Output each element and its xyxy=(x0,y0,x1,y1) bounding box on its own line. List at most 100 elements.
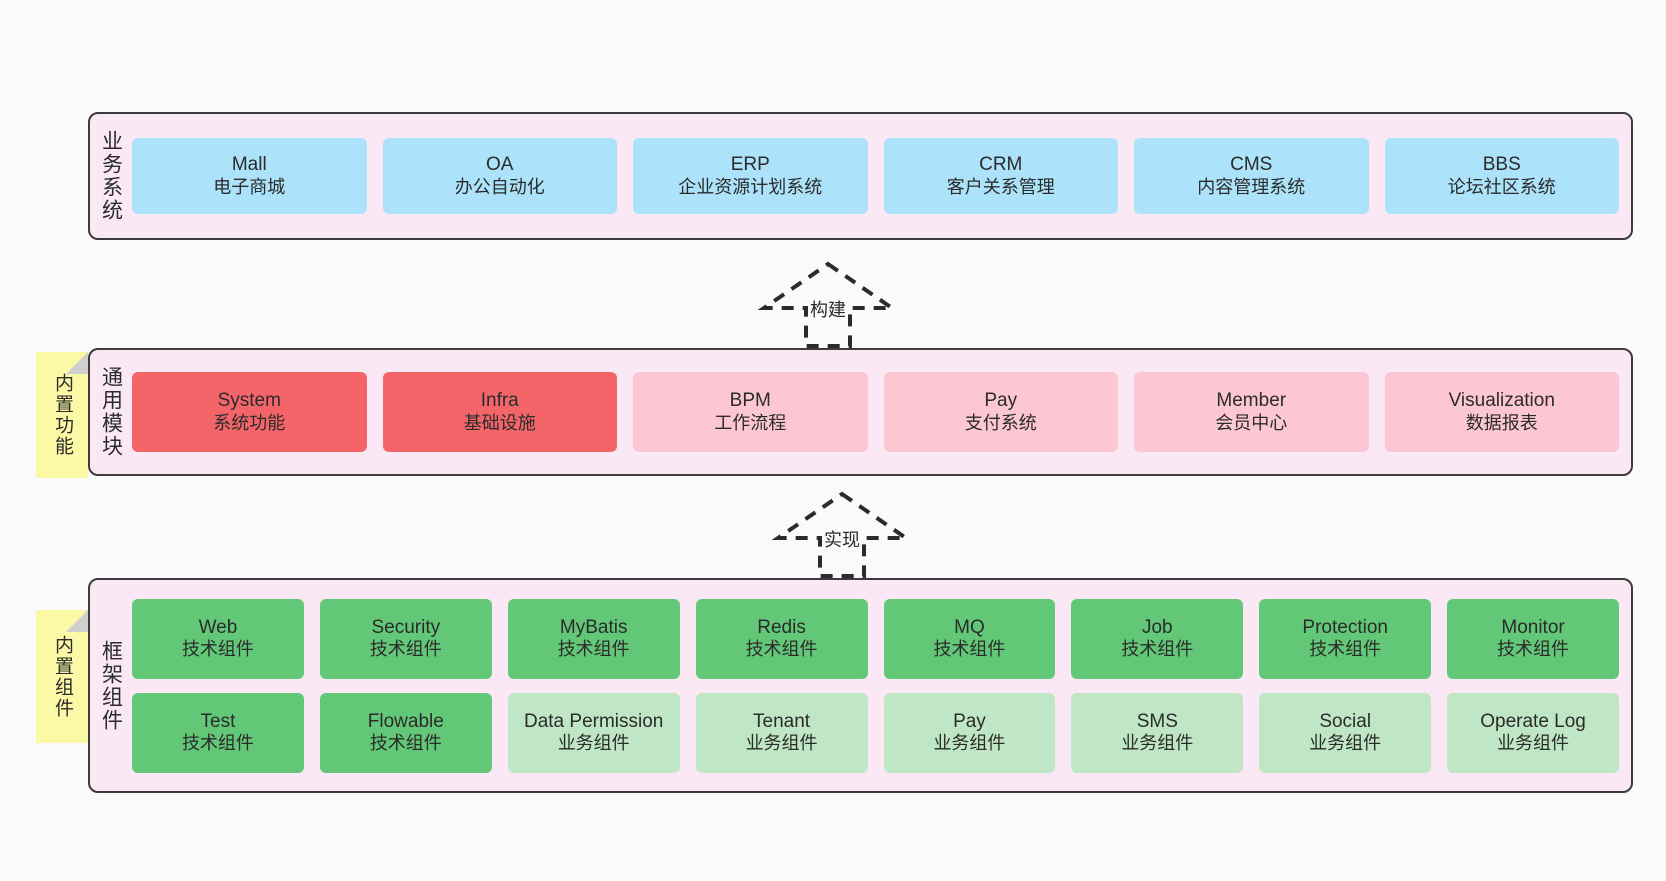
card-redis[interactable]: Redis 技术组件 xyxy=(695,598,868,679)
card-title-en: Social xyxy=(1319,710,1372,732)
layer-title-framework-component: 框架组件 xyxy=(99,639,123,732)
card-title-en: Job xyxy=(1141,616,1173,638)
card-title-en: Flowable xyxy=(367,710,444,732)
card-oa[interactable]: OA 办公自动化 xyxy=(382,138,617,214)
arrow-build: 构建 xyxy=(748,258,908,350)
card-operate-log[interactable]: Operate Log 业务组件 xyxy=(1447,692,1619,773)
card-social[interactable]: Social 业务组件 xyxy=(1259,692,1432,773)
arrow-realize: 实现 xyxy=(762,488,922,580)
card-protection[interactable]: Protection 技术组件 xyxy=(1259,598,1432,679)
layer-business-system: 业务系统 Mall 电子商城 OA 办公自动化 ERP 企业资源计划系统 CRM… xyxy=(88,112,1633,240)
layer-common-module: 通用模块 System 系统功能 Infra 基础设施 BPM 工作流程 Pay… xyxy=(88,348,1633,476)
card-pay-module[interactable]: Pay 支付系统 xyxy=(883,372,1118,452)
card-sms[interactable]: SMS 业务组件 xyxy=(1071,692,1244,773)
card-title-en: OA xyxy=(486,154,514,176)
card-title-cn: 会员中心 xyxy=(1215,412,1288,433)
card-title-cn: 企业资源计划系统 xyxy=(678,176,823,197)
card-title-cn: 业务组件 xyxy=(745,733,818,754)
card-title-en: BBS xyxy=(1482,154,1521,176)
card-title-cn: 技术组件 xyxy=(181,639,254,660)
card-title-en: Mall xyxy=(231,154,267,176)
card-title-en: Infra xyxy=(480,390,519,412)
layer-title-common-module: 通用模块 xyxy=(99,366,123,458)
card-title-en: System xyxy=(217,390,281,412)
card-title-cn: 技术组件 xyxy=(745,639,818,660)
card-title-en: CRM xyxy=(979,154,1023,176)
card-title-cn: 系统功能 xyxy=(213,412,286,433)
card-mall[interactable]: Mall 电子商城 xyxy=(132,138,367,214)
card-job[interactable]: Job 技术组件 xyxy=(1071,598,1244,679)
card-system[interactable]: System 系统功能 xyxy=(132,372,367,452)
card-erp[interactable]: ERP 企业资源计划系统 xyxy=(633,138,868,214)
card-title-cn: 工作流程 xyxy=(714,412,787,433)
card-title-cn: 技术组件 xyxy=(557,639,630,660)
card-title-en: Data Permission xyxy=(523,710,664,732)
card-mybatis[interactable]: MyBatis 技术组件 xyxy=(507,598,680,679)
card-title-cn: 支付系统 xyxy=(964,412,1037,433)
card-title-en: MQ xyxy=(954,616,985,638)
card-monitor[interactable]: Monitor 技术组件 xyxy=(1447,598,1619,679)
card-title-cn: 业务组件 xyxy=(1309,733,1382,754)
layer-body-common-module: System 系统功能 Infra 基础设施 BPM 工作流程 Pay 支付系统… xyxy=(128,356,1623,468)
card-title-en: Operate Log xyxy=(1480,710,1586,732)
card-row: System 系统功能 Infra 基础设施 BPM 工作流程 Pay 支付系统… xyxy=(132,372,1619,452)
card-title-en: Test xyxy=(200,710,236,732)
card-title-en: ERP xyxy=(730,154,770,176)
generalization-arrow-shape xyxy=(771,491,913,578)
card-title-en: CMS xyxy=(1230,154,1273,176)
card-title-cn: 业务组件 xyxy=(933,733,1006,754)
card-infra[interactable]: Infra 基础设施 xyxy=(382,372,617,452)
card-title-en: Tenant xyxy=(753,710,811,732)
card-test[interactable]: Test 技术组件 xyxy=(132,692,304,773)
card-security[interactable]: Security 技术组件 xyxy=(319,598,492,679)
card-title-en: BPM xyxy=(729,390,771,412)
card-pay-component[interactable]: Pay 业务组件 xyxy=(883,692,1056,773)
card-title-cn: 电子商城 xyxy=(213,176,286,197)
card-title-en: Pay xyxy=(984,390,1018,412)
card-member[interactable]: Member 会员中心 xyxy=(1134,372,1369,452)
card-bbs[interactable]: BBS 论坛社区系统 xyxy=(1384,138,1619,214)
layer-body-business-system: Mall 电子商城 OA 办公自动化 ERP 企业资源计划系统 CRM 客户关系… xyxy=(128,120,1623,232)
note-builtin-function: 内置功能 xyxy=(36,352,88,478)
card-flowable[interactable]: Flowable 技术组件 xyxy=(319,692,492,773)
layer-body-framework-component: Web 技术组件 Security 技术组件 MyBatis 技术组件 Redi… xyxy=(128,586,1623,785)
card-title-cn: 数据报表 xyxy=(1465,412,1538,433)
card-title-en: Web xyxy=(198,616,238,638)
card-title-cn: 业务组件 xyxy=(1121,733,1194,754)
card-title-cn: 技术组件 xyxy=(1121,639,1194,660)
card-title-en: Member xyxy=(1216,390,1287,412)
card-title-cn: 内容管理系统 xyxy=(1197,176,1306,197)
card-title-cn: 基础设施 xyxy=(463,412,536,433)
generalization-arrow-shape xyxy=(757,261,899,348)
card-cms[interactable]: CMS 内容管理系统 xyxy=(1134,138,1369,214)
card-title-en: Monitor xyxy=(1501,616,1565,638)
card-bpm[interactable]: BPM 工作流程 xyxy=(633,372,868,452)
card-title-en: Redis xyxy=(757,616,806,638)
card-title-cn: 技术组件 xyxy=(369,639,442,660)
card-title-en: Protection xyxy=(1302,616,1388,638)
card-mq[interactable]: MQ 技术组件 xyxy=(883,598,1056,679)
note-builtin-component: 内置组件 xyxy=(36,610,88,743)
card-title-cn: 技术组件 xyxy=(181,733,254,754)
card-title-en: Visualization xyxy=(1448,390,1555,412)
layer-title-business-system: 业务系统 xyxy=(99,130,123,222)
card-title-en: SMS xyxy=(1136,710,1178,732)
card-web[interactable]: Web 技术组件 xyxy=(132,598,304,679)
card-visualization[interactable]: Visualization 数据报表 xyxy=(1384,372,1619,452)
card-title-cn: 客户关系管理 xyxy=(946,176,1055,197)
card-title-en: Security xyxy=(371,616,441,638)
note-label: 内置组件 xyxy=(51,634,73,719)
card-crm[interactable]: CRM 客户关系管理 xyxy=(883,138,1118,214)
card-title-cn: 论坛社区系统 xyxy=(1447,176,1556,197)
layer-framework-component: 框架组件 Web 技术组件 Security 技术组件 MyBatis 技术组件… xyxy=(88,578,1633,793)
card-title-cn: 技术组件 xyxy=(933,639,1006,660)
card-title-cn: 技术组件 xyxy=(1497,639,1570,660)
card-data-permission[interactable]: Data Permission 业务组件 xyxy=(507,692,680,773)
card-title-cn: 技术组件 xyxy=(369,733,442,754)
card-row: Web 技术组件 Security 技术组件 MyBatis 技术组件 Redi… xyxy=(132,598,1619,679)
note-label: 内置功能 xyxy=(51,373,73,457)
card-title-en: Pay xyxy=(953,710,986,732)
card-title-en: MyBatis xyxy=(559,616,628,638)
card-tenant[interactable]: Tenant 业务组件 xyxy=(695,692,868,773)
